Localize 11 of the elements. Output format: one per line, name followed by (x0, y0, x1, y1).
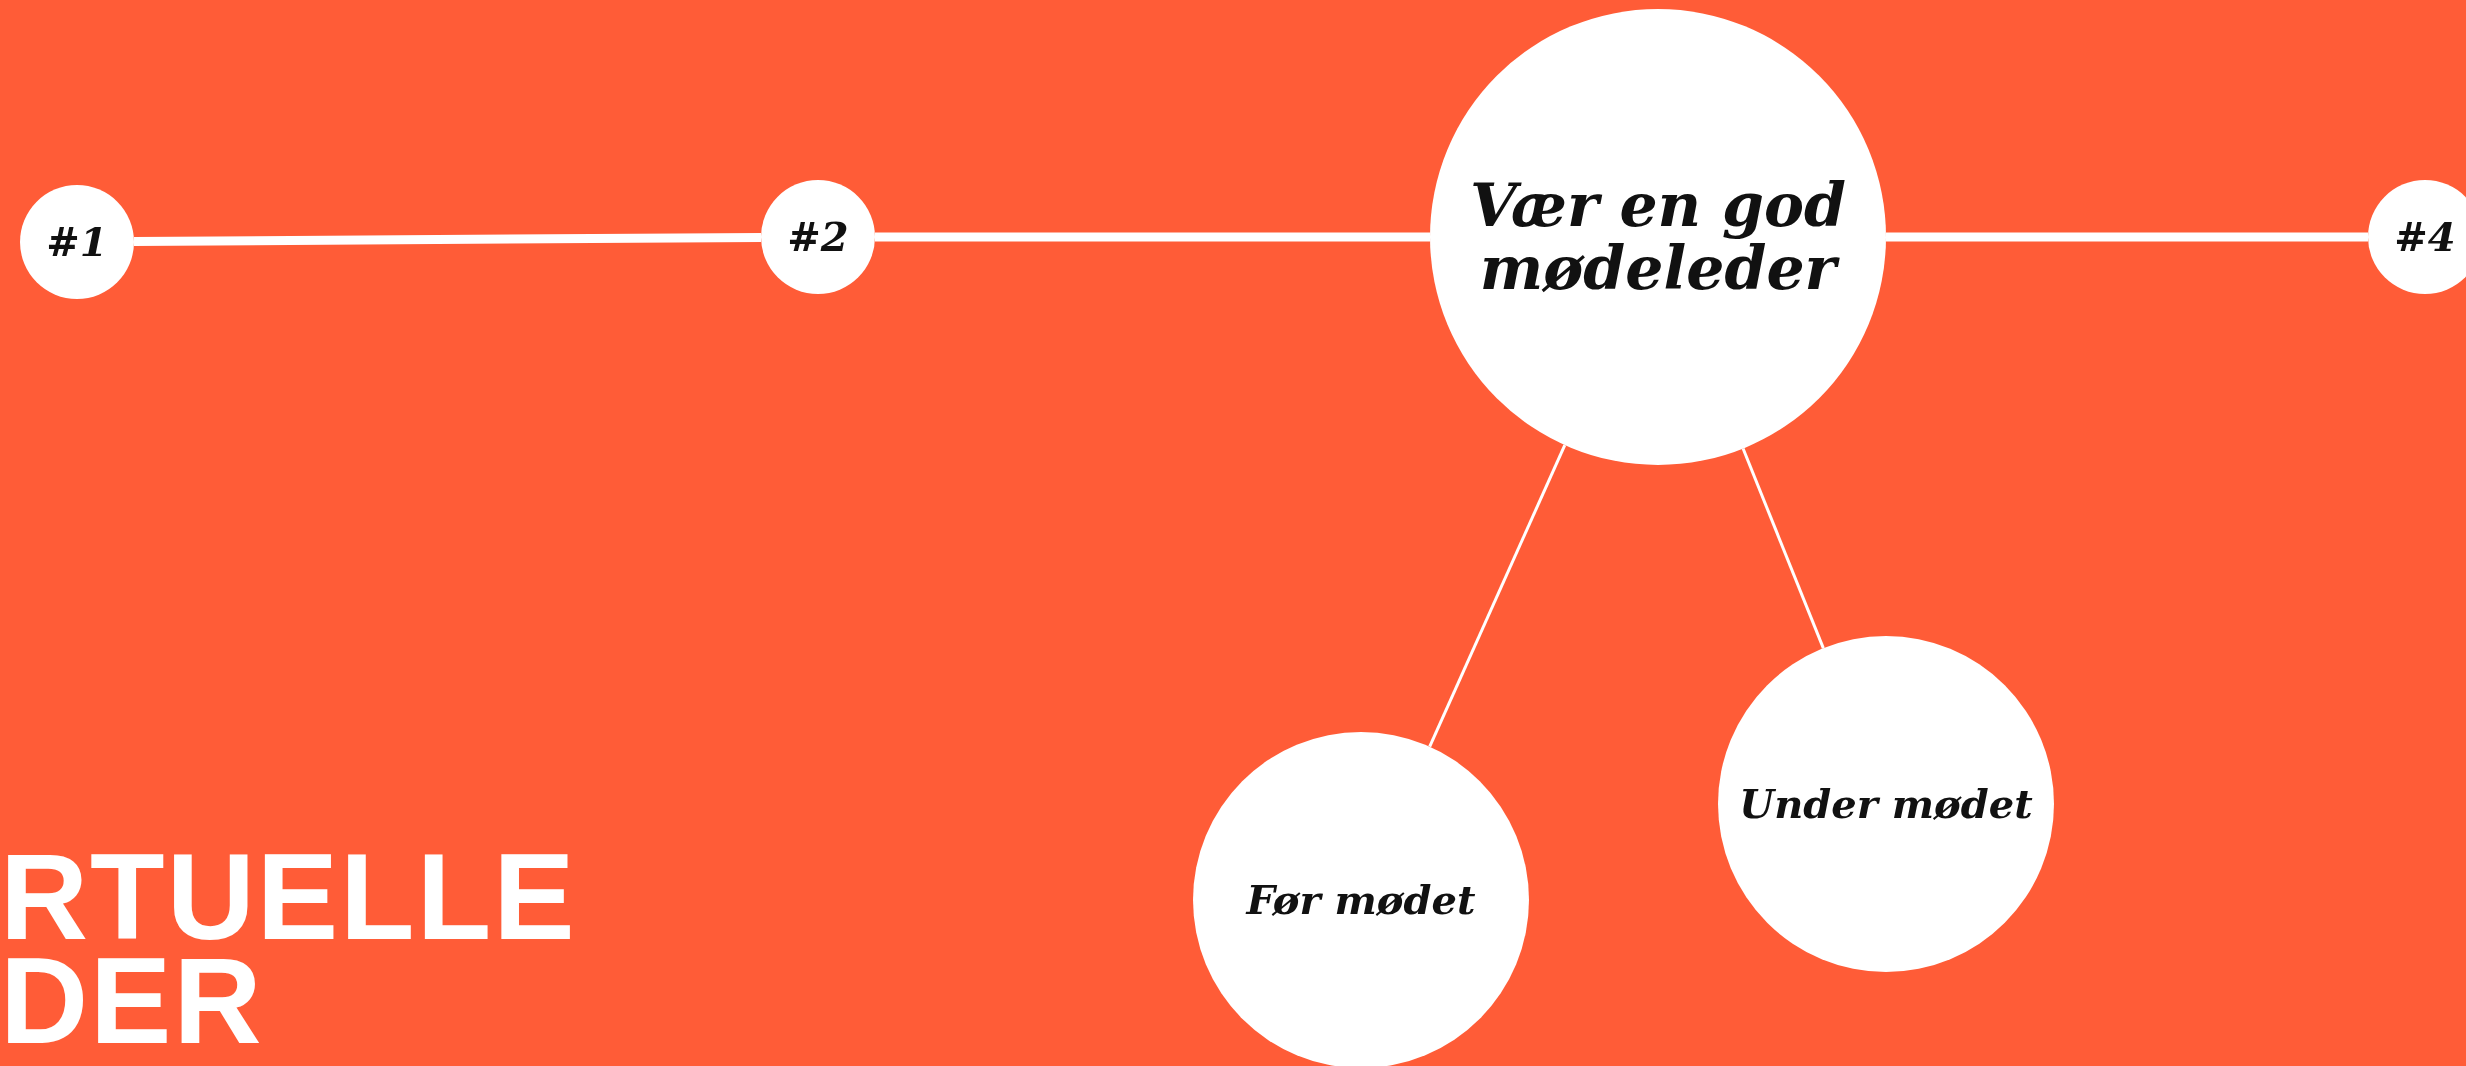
connector-line (1741, 447, 1825, 649)
node-label: Før mødet (1246, 879, 1476, 921)
node-label: #2 (787, 216, 849, 258)
node-label: Vær en god mødeleder (1468, 174, 1848, 300)
node-label: Under mødet (1739, 783, 2033, 825)
node-label: #1 (46, 221, 108, 263)
node-label: #4 (2394, 216, 2456, 258)
connector-line (1886, 232, 2368, 242)
connector-line (133, 232, 762, 247)
connector-line (1428, 444, 1567, 748)
connector-line (875, 232, 1430, 242)
